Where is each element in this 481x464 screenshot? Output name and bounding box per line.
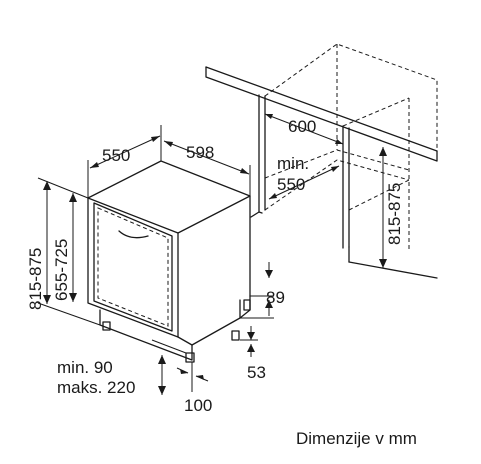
dim-foot-label: 53 xyxy=(247,363,266,382)
dim-niche-width: 600 xyxy=(264,113,344,145)
dim-offset-label: 100 xyxy=(184,396,212,415)
dim-niche-depth-line1: min. xyxy=(277,154,309,173)
dishwasher-drawing xyxy=(87,160,251,363)
dim-offset: 100 xyxy=(176,362,212,415)
dim-niche-height: 815-875 xyxy=(379,147,404,268)
dim-door-height: 655-725 xyxy=(52,193,77,302)
dim-plinth: 89 xyxy=(240,262,285,319)
dim-floor-gap: min. 90 maks. 220 xyxy=(57,339,187,397)
caption: Dimenzije v mm xyxy=(296,429,417,448)
dim-niche-width-label: 600 xyxy=(288,117,316,136)
dim-niche-depth: min. 550 xyxy=(268,154,340,200)
dim-foot: 53 xyxy=(240,326,266,382)
dim-niche-depth-line2: 550 xyxy=(277,175,305,194)
niche-drawing xyxy=(205,43,438,279)
dim-width: 598 xyxy=(163,140,251,196)
dim-depth-label: 550 xyxy=(102,146,130,165)
dim-width-label: 598 xyxy=(186,143,214,162)
dim-depth: 550 xyxy=(87,125,162,198)
dim-height-left-label: 815-875 xyxy=(26,248,45,310)
dim-max-label: maks. 220 xyxy=(57,378,135,397)
dim-plinth-label: 89 xyxy=(266,288,285,307)
dim-niche-height-label: 815-875 xyxy=(385,183,404,245)
dim-door-height-label: 655-725 xyxy=(52,239,71,301)
dim-min-label: min. 90 xyxy=(57,358,113,377)
dim-height-left: 815-875 xyxy=(26,177,101,326)
